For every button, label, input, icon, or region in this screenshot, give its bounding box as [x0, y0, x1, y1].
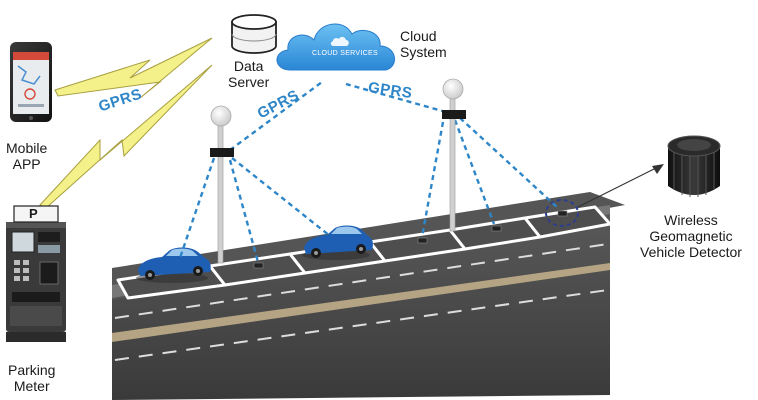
lamp-pole-1 [210, 105, 234, 264]
parking-bay-6 [523, 205, 612, 239]
sensor-links [178, 117, 559, 263]
bay-sensor-1 [253, 262, 264, 269]
mobile-app-label: Mobile APP [6, 140, 47, 172]
detector-label: Wireless Geomagnetic Vehicle Detector [640, 212, 742, 260]
link-pole2-sensor2 [420, 121, 445, 238]
parking-bays [116, 205, 612, 300]
data-server-label: Data Server [228, 58, 269, 90]
geomagnetic-detector-icon [667, 135, 721, 197]
detector-label-line2: Geomagnetic [649, 228, 733, 244]
detector-highlight-circle [545, 199, 579, 227]
link-pole1-car1 [178, 157, 216, 259]
cloud-system-label-line2: System [400, 44, 447, 60]
cloud-system-label-line1: Cloud [400, 28, 437, 44]
link-pole2-sensor3 [453, 119, 496, 225]
bay-sensor-4 [557, 210, 568, 217]
data-server-label-line2: Server [228, 74, 270, 90]
parking-meter-icon [6, 205, 66, 342]
bay-sensor-2 [417, 237, 428, 244]
mobile-app-label-line1: Mobile [6, 140, 48, 156]
lane-dash-lower [114, 289, 609, 361]
cloud-services-text: CLOUD SERVICES [312, 50, 378, 57]
detector-arrow [577, 164, 664, 208]
gprs-lightning-upper [54, 37, 213, 99]
cloud-icon [276, 23, 395, 71]
parking-sign-letter: P [29, 206, 38, 221]
parking-meter-label-line2: Meter [13, 378, 50, 394]
lamp-pole-2 [442, 78, 466, 232]
mobile-phone-icon [10, 42, 52, 122]
parking-meter-label-line1: Parking [8, 362, 56, 378]
gprs-lightning-lower [39, 64, 213, 209]
car-2 [302, 225, 373, 260]
link-pole1-car2 [231, 157, 331, 237]
detector-label-line1: Wireless [664, 212, 718, 228]
cloud-links [229, 81, 447, 151]
bay-sensor-3 [491, 225, 502, 232]
detector-label-line3: Vehicle Detector [640, 244, 742, 260]
car-1 [136, 247, 211, 283]
link-pole2-sensor4 [459, 117, 559, 209]
cloud-system-label: Cloud System [400, 28, 447, 60]
parking-meter-label: Parking Meter [8, 362, 55, 394]
database-icon [231, 14, 277, 54]
mobile-app-label-line2: APP [12, 156, 41, 172]
bay-sensors [253, 210, 568, 269]
lane-dash-upper [114, 243, 609, 319]
link-pole1-cloud [229, 81, 323, 151]
data-server-label-line1: Data [233, 58, 264, 74]
road-tan-stripe [112, 263, 610, 342]
